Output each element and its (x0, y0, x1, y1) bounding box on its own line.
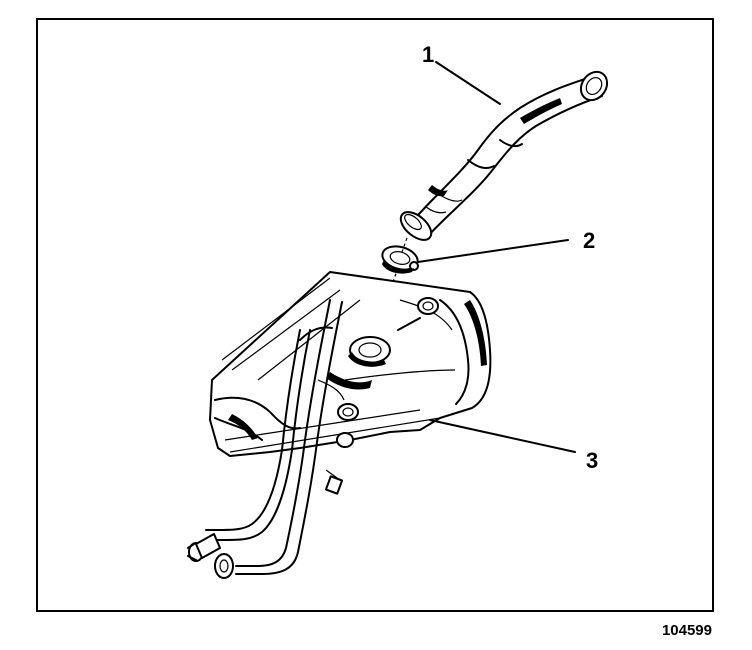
filler-hose (399, 70, 609, 241)
leader-line-2 (417, 239, 569, 263)
leader-line-3 (429, 419, 576, 453)
fuel-tank (209, 271, 492, 457)
callout-1: 1 (422, 42, 435, 67)
grommet (381, 245, 419, 274)
fuel-lines (187, 299, 345, 579)
figure-number: 104599 (661, 622, 712, 639)
callout-3: 3 (586, 448, 599, 473)
leader-line-1 (435, 61, 501, 105)
callout-2: 2 (583, 228, 596, 253)
